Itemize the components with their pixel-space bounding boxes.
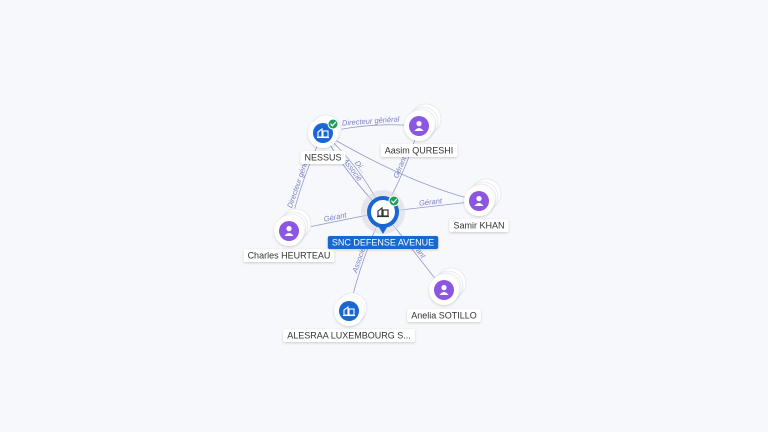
node-label-box[interactable]: NESSUS [300, 151, 346, 164]
nodes-layer: NESSUS Aasim QURESHI Samir KHAN Charles HEU… [243, 103, 509, 342]
node-label: NESSUS [304, 153, 341, 163]
edge-line [322, 132, 480, 202]
node-alesraa[interactable]: ALESRAA LUXEMBOURG S... [283, 292, 415, 342]
building-icon [339, 301, 359, 321]
label-background [243, 249, 335, 262]
node-label-box[interactable]: Charles HEURTEAU [243, 249, 335, 262]
node-label-box[interactable]: ALESRAA LUXEMBOURG S... [283, 329, 415, 342]
node-label: Anelia SOTILLO [411, 311, 477, 321]
check-badge-icon [327, 118, 339, 130]
node-qureshi[interactable]: Aasim QURESHI [380, 103, 458, 157]
center-label-box[interactable]: SNC DEFENSE AVENUE [327, 236, 439, 249]
node-label: Samir KHAN [453, 221, 504, 231]
node-label: ALESRAA LUXEMBOURG S... [287, 331, 411, 341]
edge-label: Gérant [419, 196, 444, 208]
person-icon [434, 280, 454, 300]
label-background [449, 219, 509, 232]
node-sotillo[interactable]: Anelia SOTILLO [407, 267, 481, 322]
person-icon [279, 221, 299, 241]
node-label-box[interactable]: Anelia SOTILLO [407, 309, 481, 322]
person-icon [469, 191, 489, 211]
center-layer: SNC DEFENSE AVENUE [327, 190, 439, 249]
label-background [380, 144, 458, 157]
label-background [283, 329, 415, 342]
building-icon [377, 206, 389, 218]
edge-label: Directeur général [342, 114, 400, 127]
edge-label: Associé [350, 246, 367, 275]
node-label-box[interactable]: Aasim QURESHI [380, 144, 458, 157]
label-background [327, 236, 439, 249]
label-background [300, 151, 346, 164]
node-khan[interactable]: Samir KHAN [449, 178, 509, 232]
center-node[interactable]: SNC DEFENSE AVENUE [327, 190, 439, 249]
edge-nessus-khan [322, 132, 480, 202]
node-label: SNC DEFENSE AVENUE [332, 238, 434, 248]
person-icon [409, 116, 429, 136]
node-heurteau[interactable]: Charles HEURTEAU [243, 208, 335, 262]
node-label: Charles HEURTEAU [248, 251, 331, 261]
check-badge-icon [388, 195, 400, 207]
label-background [407, 309, 481, 322]
node-label: Aasim QURESHI [385, 146, 454, 156]
node-nessus[interactable]: NESSUS [300, 114, 346, 164]
node-label-box[interactable]: Samir KHAN [449, 219, 509, 232]
building-icon [313, 123, 333, 143]
